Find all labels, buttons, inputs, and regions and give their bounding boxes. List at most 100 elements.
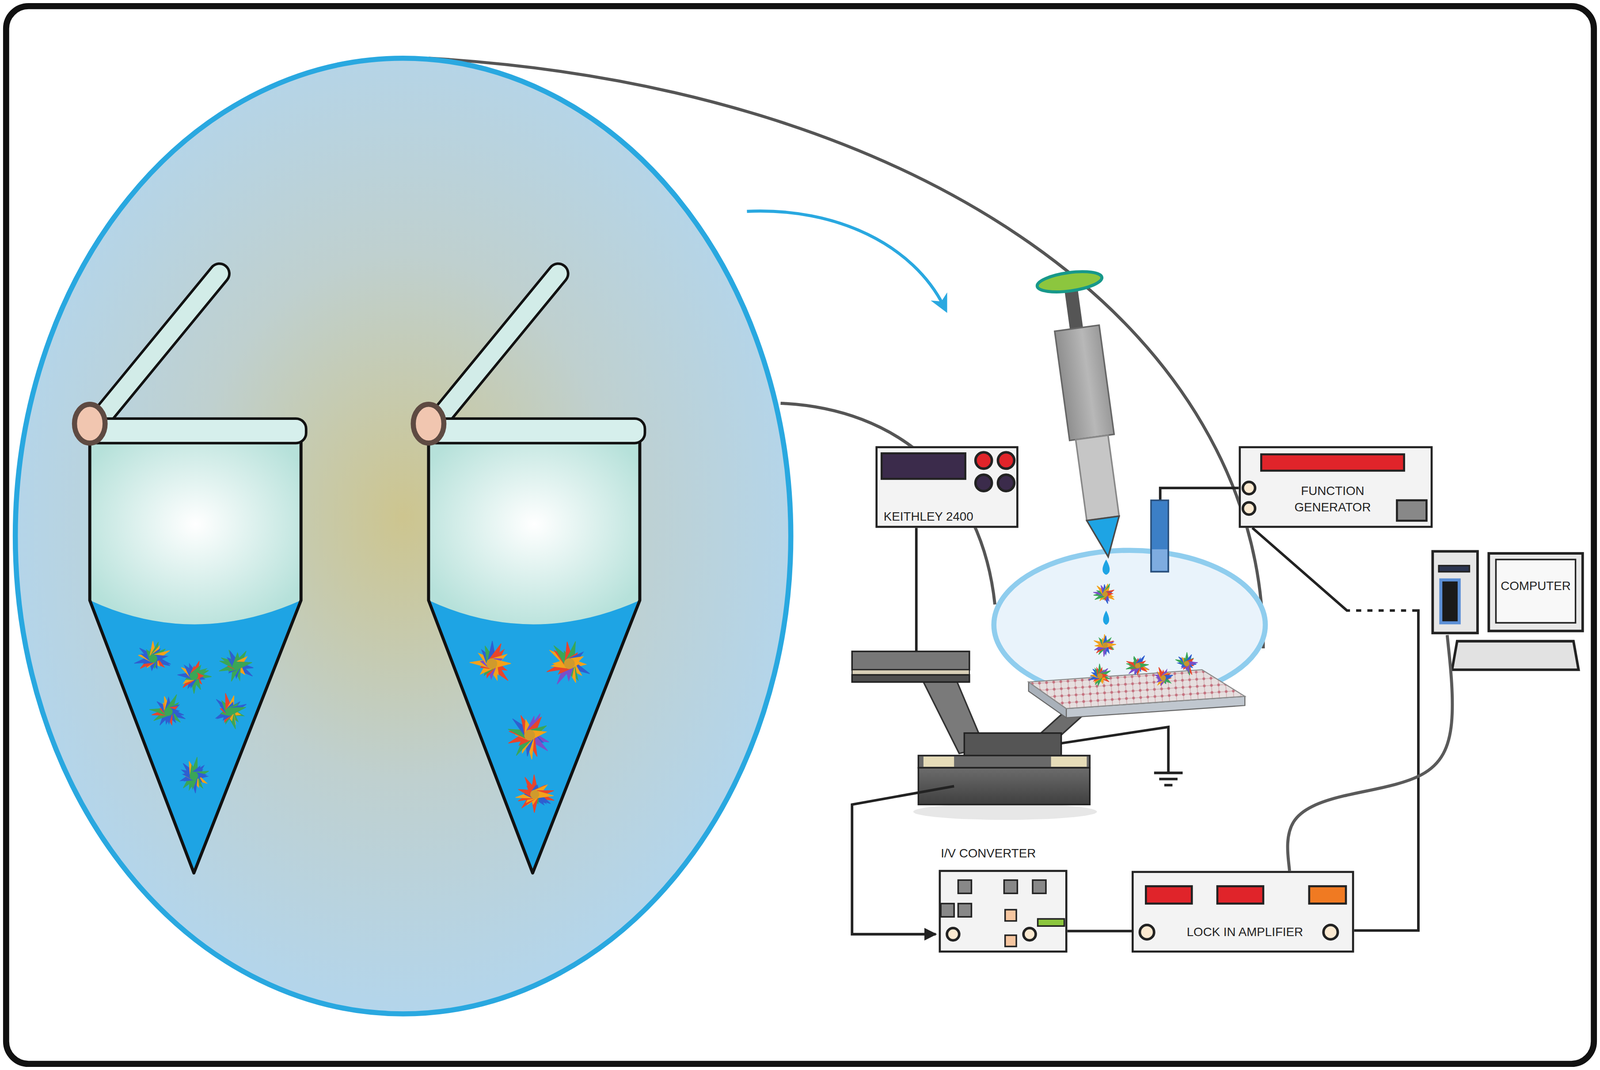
- control-knob: [975, 474, 992, 491]
- nanoparticle-cluster: [469, 640, 511, 681]
- magnified-view: [15, 58, 791, 1014]
- particle-core: [486, 657, 498, 669]
- signal-port: [1242, 502, 1256, 515]
- wire: [1061, 726, 1169, 773]
- particle-spike: [1139, 663, 1149, 668]
- instrument-label: KEITHLEY 2400: [883, 508, 1007, 525]
- particle-core: [1102, 642, 1108, 648]
- eppendorf-tube: [413, 273, 645, 873]
- particle-core: [1102, 591, 1108, 597]
- nanoparticle-cluster: [1175, 652, 1198, 676]
- instrument-label: I/V CONVERTER: [940, 845, 1094, 862]
- signal-port: [1242, 481, 1256, 495]
- dash-gap: [1349, 608, 1416, 614]
- ground-symbol: [1164, 783, 1173, 787]
- particle-spike: [495, 659, 511, 668]
- circuit-component: [940, 903, 954, 917]
- instrument-box: KEITHLEY 2400: [875, 446, 1019, 529]
- circuit-component: [1005, 909, 1017, 921]
- frame: [6, 6, 1594, 1064]
- control-knob: [975, 452, 992, 469]
- circuit-component: [957, 879, 972, 894]
- particle-core: [225, 706, 234, 716]
- signal-port: [1023, 927, 1036, 941]
- electrode: [1151, 500, 1169, 572]
- display-panel: [1145, 885, 1192, 904]
- particle-core: [524, 729, 535, 741]
- stage: [918, 767, 1090, 805]
- display-panel: [1309, 885, 1346, 904]
- nanoparticle-cluster: [508, 713, 550, 760]
- instrument-box: I/V CONVERTER: [938, 869, 1068, 953]
- circuit-component: [1005, 934, 1017, 947]
- syringe: [1035, 268, 1140, 562]
- instrument-box: LOCK IN AMPLIFIER: [1131, 870, 1354, 953]
- nanoparticle-clusters: [134, 583, 1198, 813]
- particle-core: [1184, 660, 1190, 666]
- particle-core: [189, 671, 198, 681]
- display-panel: [1261, 454, 1404, 471]
- connector-wire: [1252, 527, 1419, 931]
- nanoparticle-cluster: [1125, 655, 1150, 675]
- transfer-arrow: [746, 211, 944, 307]
- nanoparticle-cluster: [546, 641, 590, 685]
- wire: [915, 527, 918, 652]
- electrode: [1151, 549, 1168, 571]
- stage-insert: [923, 756, 954, 767]
- particle-spike: [196, 772, 208, 780]
- node-decoration: [940, 871, 1066, 951]
- connector-wire: [1287, 634, 1453, 871]
- ground-symbol: [1154, 771, 1183, 775]
- keyboard: [1451, 641, 1579, 670]
- particle-spike: [231, 706, 246, 714]
- instrument-label: FUNCTION GENERATOR: [1281, 482, 1384, 516]
- computer-label: COMPUTER: [1491, 577, 1580, 595]
- sensor-chip: [1028, 669, 1246, 709]
- particle-core: [1160, 675, 1167, 681]
- control-button: [1396, 500, 1427, 521]
- probe-block: [851, 674, 970, 682]
- computer: COMPUTER: [1428, 549, 1584, 635]
- monitor: [1488, 553, 1583, 631]
- particle-spike: [537, 790, 554, 798]
- signal-port: [1140, 924, 1155, 939]
- syringe-tip: [1086, 516, 1125, 559]
- syringe-barrel: [1075, 435, 1119, 521]
- syringe-barrel: [1054, 325, 1115, 441]
- particle-core: [1097, 672, 1103, 679]
- control-knob: [998, 474, 1015, 491]
- particle-core: [189, 771, 198, 780]
- nanoparticle-cluster: [1088, 663, 1111, 686]
- nanoparticle-cluster: [149, 694, 186, 725]
- particle-spike: [1188, 661, 1198, 666]
- stage: [964, 733, 1061, 758]
- particle-core: [563, 657, 575, 669]
- nanoparticle-cluster: [177, 661, 212, 694]
- ground-symbol: [1159, 777, 1178, 781]
- nanoparticle-cluster: [1155, 667, 1173, 686]
- particle-spike: [1106, 642, 1117, 647]
- nanoparticle-cluster: [180, 756, 209, 793]
- control-knob: [998, 452, 1015, 469]
- circuit-component: [1032, 879, 1046, 894]
- particle-core: [1135, 662, 1141, 669]
- particle-core: [232, 661, 241, 670]
- display-panel: [881, 453, 966, 479]
- instrument-label: LOCK IN AMPLIFIER: [1173, 923, 1317, 941]
- nanoparticle-cluster: [1093, 583, 1115, 604]
- syringe-plunger-cap: [1035, 268, 1103, 296]
- circuit-component: [1003, 879, 1018, 894]
- circuit-component: [1037, 918, 1065, 926]
- instrument-box: FUNCTION GENERATOR: [1238, 446, 1433, 529]
- display-panel: [1217, 885, 1264, 904]
- connector-wire: [1067, 929, 1132, 933]
- particle-core: [530, 789, 540, 799]
- particle-core: [148, 653, 158, 663]
- eppendorf-tube: [74, 273, 307, 873]
- nanoparticle-cluster: [215, 693, 247, 730]
- wire: [1160, 487, 1241, 502]
